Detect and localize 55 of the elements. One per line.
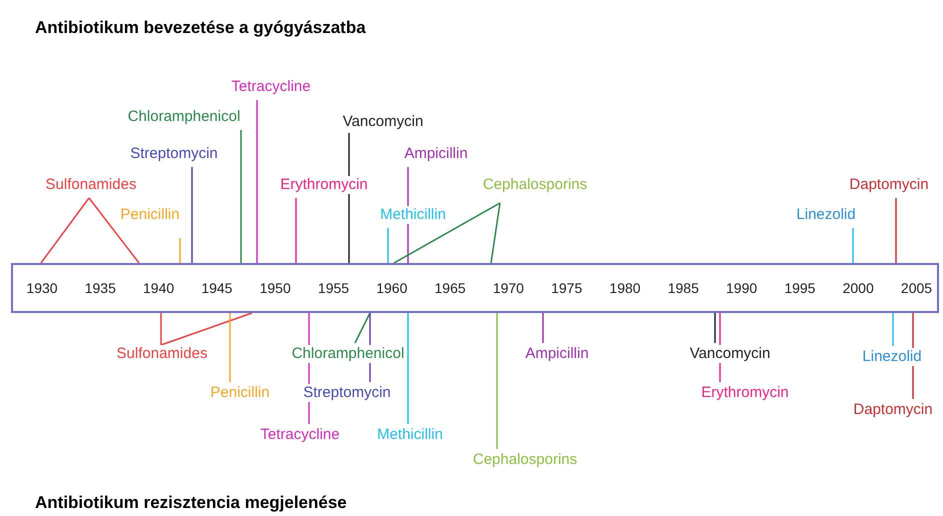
timeline-bar — [11, 263, 939, 313]
antibiotic-label: Cephalosporins — [480, 176, 590, 194]
leader-line — [490, 202, 501, 264]
leader-line — [387, 228, 389, 263]
leader-line — [179, 238, 181, 263]
year-label: 1945 — [201, 280, 232, 296]
year-label: 1985 — [668, 280, 699, 296]
antibiotic-label: Erythromycin — [278, 176, 370, 194]
year-label: 1955 — [318, 280, 350, 296]
year-label: 1960 — [376, 280, 408, 296]
year-label: 1950 — [260, 280, 291, 296]
year-label: 1935 — [84, 280, 116, 296]
antibiotic-label: Cephalosporins — [470, 451, 580, 469]
antibiotic-label: Ampicillin — [402, 145, 470, 163]
leader-line — [407, 313, 409, 424]
year-label: 1970 — [492, 280, 524, 296]
leader-line — [714, 313, 716, 343]
leader-line — [496, 313, 498, 449]
leader-line — [895, 198, 897, 263]
leader-line — [229, 313, 231, 382]
antibiotic-label: Vancomycin — [688, 345, 772, 363]
leader-line — [240, 130, 242, 263]
year-label: 2000 — [842, 280, 874, 296]
antibiotic-label: Vancomycin — [340, 113, 426, 131]
diagram-title: Antibiotikum bevezetése a gyógyászatba — [35, 18, 366, 38]
leader-line — [40, 198, 90, 264]
antibiotic-label: Chloramphenicol — [126, 108, 242, 126]
antibiotic-label: Erythromycin — [699, 384, 791, 402]
leader-line — [852, 228, 854, 263]
leader-line — [542, 313, 544, 343]
year-label: 1975 — [551, 280, 582, 296]
leader-line — [295, 198, 297, 263]
year-label: 1930 — [26, 280, 58, 296]
antibiotic-label: Tetracycline — [229, 78, 313, 96]
year-label: 1980 — [609, 280, 641, 296]
year-label: 1990 — [726, 280, 758, 296]
antibiotic-label: Streptomycin — [128, 145, 220, 163]
antibiotic-label: Methicillin — [378, 206, 448, 224]
antibiotic-label: Tetracycline — [258, 426, 342, 444]
antibiotic-label: Chloramphenicol — [290, 345, 406, 363]
leader-line — [354, 312, 371, 344]
leader-line — [88, 198, 140, 264]
leader-line — [892, 313, 894, 346]
diagram-caption: Antibiotikum rezisztencia megjelenése — [35, 493, 347, 513]
antibiotic-label: Ampicillin — [523, 345, 591, 363]
year-label: 2005 — [900, 280, 932, 296]
leader-line — [160, 313, 162, 345]
leader-line — [191, 167, 193, 263]
year-label: 1940 — [143, 280, 174, 296]
leader-line — [256, 100, 258, 263]
leader-line — [394, 202, 500, 264]
leader-line — [160, 312, 252, 346]
year-label: 1995 — [784, 280, 816, 296]
antibiotic-label: Streptomycin — [301, 384, 393, 402]
year-label: 1965 — [434, 280, 466, 296]
